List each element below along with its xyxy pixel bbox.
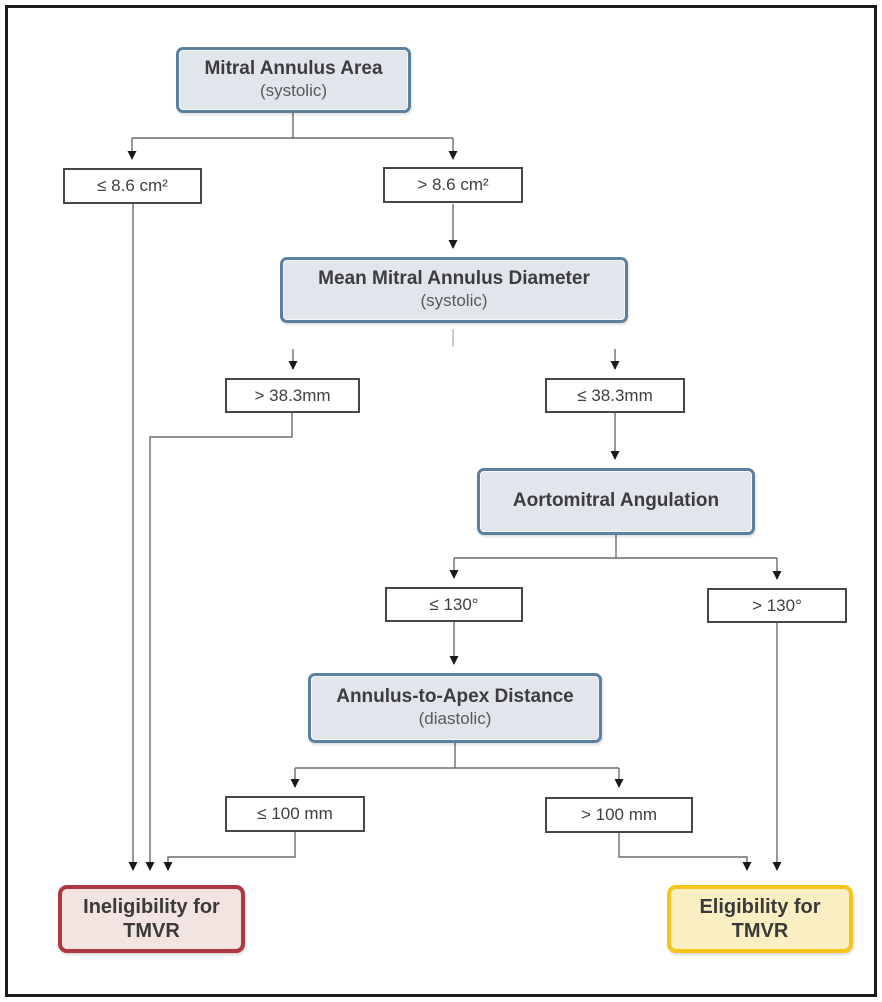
node-ineligibility-tmvr: Ineligibility for TMVR (58, 885, 245, 953)
node-diameter-gt-38-3: > 38.3mm (225, 378, 360, 413)
node-area-gt-8-6: > 8.6 cm² (383, 167, 523, 203)
decision-label: > 8.6 cm² (417, 175, 489, 194)
node-title: Mitral Annulus Area (204, 58, 383, 80)
node-eligibility-tmvr: Eligibility for TMVR (667, 885, 853, 953)
decision-label: > 38.3mm (254, 385, 331, 405)
decision-label: ≤ 130° (429, 594, 479, 614)
decision-label: > 100 mm (580, 805, 658, 824)
node-distance-le-100: ≤ 100 mm (225, 796, 365, 832)
node-title: Mean Mitral Annulus Diameter (318, 268, 590, 290)
node-aortomitral-angulation: Aortomitral Angulation (477, 468, 755, 535)
node-title: Aortomitral Angulation (512, 490, 720, 512)
decision-label: ≤ 8.6 cm² (97, 176, 168, 195)
node-subtitle: (diastolic) (418, 709, 492, 729)
node-angle-gt-130: > 130° (707, 588, 847, 623)
node-diameter-le-38-3: ≤ 38.3mm (545, 378, 685, 413)
node-mitral-annulus-area: Mitral Annulus Area (systolic) (176, 47, 411, 113)
decision-label: > 130° (752, 595, 802, 615)
node-mean-mitral-annulus-diameter: Mean Mitral Annulus Diameter (systolic) (280, 257, 628, 323)
node-area-le-8-6: ≤ 8.6 cm² (63, 168, 202, 204)
node-distance-gt-100: > 100 mm (545, 797, 693, 833)
outcome-label: Eligibility for TMVR (699, 896, 821, 942)
node-subtitle: (systolic) (259, 81, 328, 101)
outcome-label: Ineligibility for TMVR (83, 896, 220, 942)
decision-label: ≤ 38.3mm (577, 385, 653, 405)
decision-label: ≤ 100 mm (257, 804, 333, 823)
node-subtitle: (systolic) (420, 291, 488, 311)
node-title: Annulus-to-Apex Distance (336, 686, 574, 708)
node-annulus-to-apex-distance: Annulus-to-Apex Distance (diastolic) (308, 673, 602, 743)
node-angle-le-130: ≤ 130° (385, 587, 523, 622)
